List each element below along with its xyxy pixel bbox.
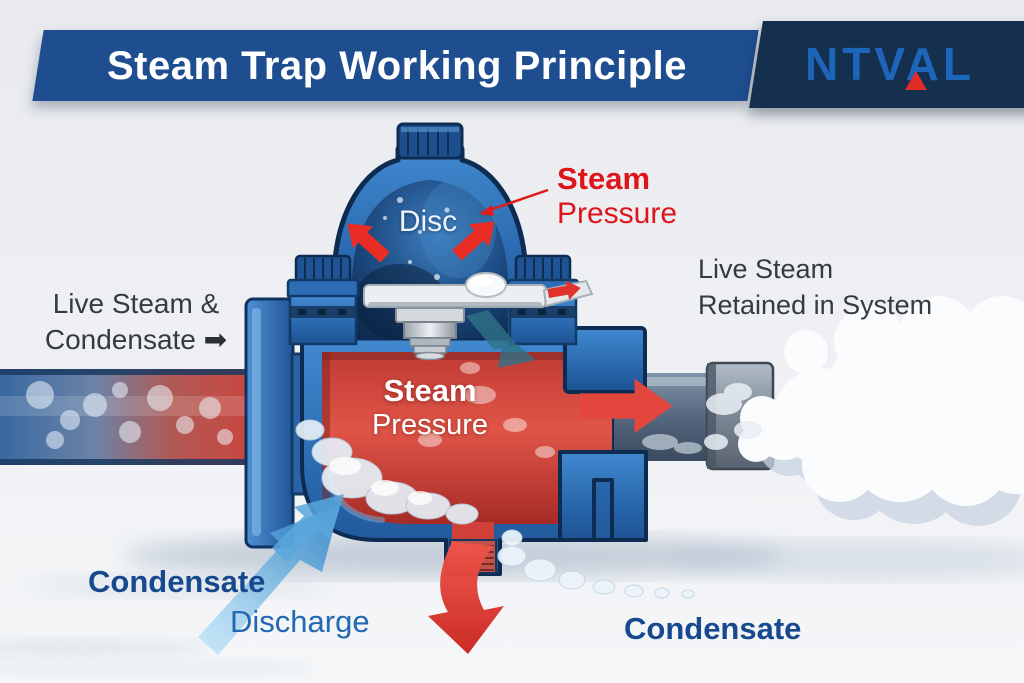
dome-cap xyxy=(396,122,464,160)
valve-nozzle xyxy=(395,307,465,361)
arrow-right-icon: ➡ xyxy=(203,323,228,355)
inlet-label-line2: Condensate xyxy=(44,323,196,355)
left-pipe xyxy=(0,369,250,465)
inlet-label: Live Steam & Condensate ➡ xyxy=(38,286,234,357)
steam-pressure-body-line1: Steam xyxy=(383,373,477,408)
inlet-steam-speckles xyxy=(26,381,233,449)
bottom-outlet xyxy=(428,522,504,654)
steam-pressure-label-top: Steam Pressure xyxy=(557,161,677,231)
bolt-tower-left xyxy=(286,254,360,346)
condensate-discharge-label-line2: Discharge xyxy=(230,604,370,639)
outlet-flange-top xyxy=(563,326,647,394)
condensate-discharge-label-line1: Condensate xyxy=(88,564,266,599)
condensate-outflow-label: Condensate xyxy=(624,611,802,646)
steam-pressure-top-line1: Steam xyxy=(557,161,651,196)
condensate-inflow-arrows xyxy=(198,494,344,655)
red-triangle-icon xyxy=(905,71,927,90)
steam-pressure-top-line2: Pressure xyxy=(557,196,678,230)
retained-label: Live Steam Retained in System xyxy=(698,252,932,324)
condensate-splash-out xyxy=(497,529,695,599)
condensate-discharge-arrow-icon xyxy=(428,542,504,654)
brand-logo: NTVAL xyxy=(805,37,975,90)
steam-chamber xyxy=(322,352,612,524)
flow-arrow-down-icon xyxy=(466,310,536,368)
page-title: Steam Trap Working Principle xyxy=(106,43,688,88)
steam-pressure-body-line2: Pressure xyxy=(371,408,489,441)
steam-pressure-label-body: Steam Pressure xyxy=(330,373,530,442)
inlet-label-line1: Live Steam & xyxy=(52,288,220,319)
label-pointer-line xyxy=(479,188,549,216)
trap-body xyxy=(300,326,648,576)
retained-label-line1: Live Steam xyxy=(698,254,834,284)
retained-label-line2: Retained in System xyxy=(698,289,933,320)
steam-cloud xyxy=(704,296,1024,526)
outlet-flange-bottom xyxy=(558,450,648,542)
condensate-arrow-small-icon xyxy=(272,494,344,562)
chamber-steam-streaks xyxy=(418,362,555,458)
disc-label: Disc xyxy=(398,205,458,238)
